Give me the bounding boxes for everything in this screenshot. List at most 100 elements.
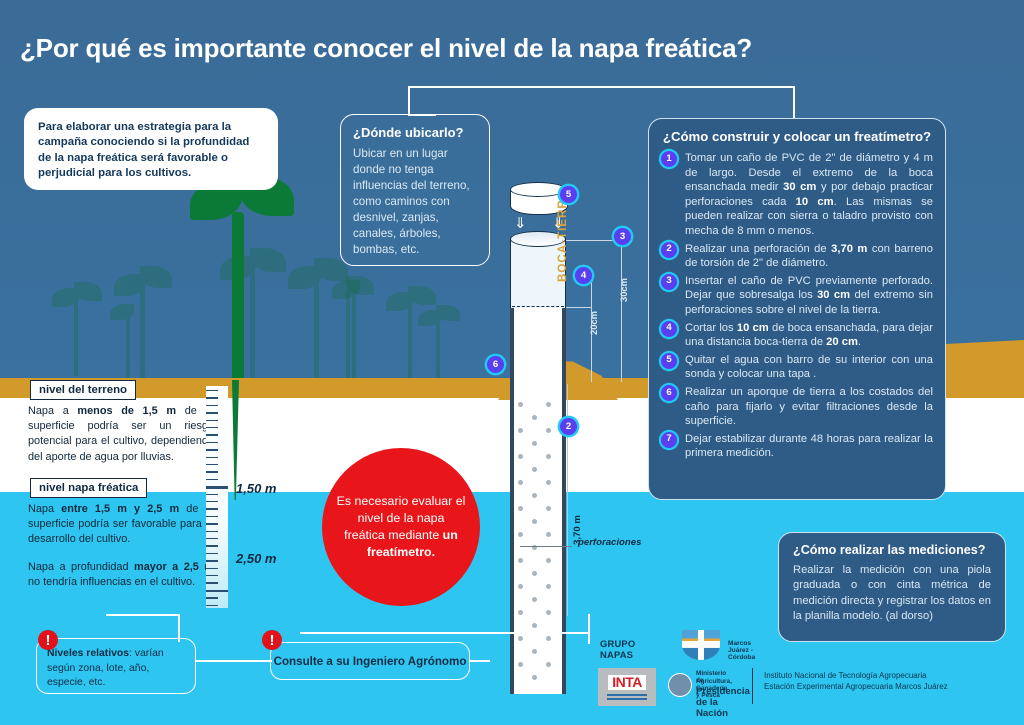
perforation-dot	[518, 506, 523, 511]
perforation-dot	[546, 480, 551, 485]
leader-line	[520, 546, 572, 547]
ruler-tick	[206, 597, 218, 599]
ruler-tick	[206, 508, 218, 510]
ruler-tick	[206, 434, 218, 436]
ruler-tick	[206, 397, 218, 399]
ruler-tick	[206, 441, 218, 444]
key-message-text: Es necesario evaluar el nivel de la napa…	[336, 494, 466, 559]
perforaciones-label: perforaciones	[578, 537, 642, 548]
step-text: Insertar el caño de PVC previamente perf…	[685, 274, 933, 316]
step-number-badge[interactable]: 7	[661, 431, 677, 448]
ruler-tick	[206, 530, 218, 532]
step-text: Realizar un aporque de tierra a los cost…	[685, 385, 933, 428]
ruler-tick	[206, 390, 218, 392]
ruler-tick	[206, 515, 218, 518]
dimension-line-370m	[567, 384, 568, 616]
build-step: 3 Insertar el caño de PVC previamente per…	[661, 273, 933, 318]
exclamation-icon: !	[262, 630, 282, 650]
ruler-tick	[206, 575, 218, 577]
instituto-text: Instituto Nacional de Tecnología Agropec…	[764, 670, 948, 692]
connector-line	[178, 614, 180, 642]
intro-box: Para elaborar una estrategia para la cam…	[24, 108, 278, 190]
connector-line	[408, 86, 794, 88]
perforation-dot	[532, 597, 537, 602]
perforation-dot	[532, 493, 537, 498]
ruler-tick	[206, 449, 218, 451]
build-step: 5 Quitar el agua con barro de su interior…	[661, 352, 933, 382]
ruler-tick	[206, 560, 218, 562]
perforation-dot	[532, 467, 537, 472]
ruler-tick	[206, 589, 228, 593]
perforation-dot	[518, 610, 523, 615]
ruler-tick	[206, 419, 218, 421]
perforation-dot	[546, 662, 551, 667]
connector-line	[470, 660, 490, 662]
ruler-tick	[206, 552, 218, 555]
step-number-badge[interactable]: 1	[661, 151, 677, 167]
intro-text: Para elaborar una estrategia para la cam…	[38, 121, 250, 180]
perforation-dot	[546, 454, 551, 459]
perforation-dot	[518, 454, 523, 459]
step-number-badge[interactable]: 6	[661, 384, 677, 401]
connector-line	[588, 614, 590, 644]
dimension-line-20cm	[591, 278, 592, 382]
perforation-dot	[518, 532, 523, 537]
build-step: 1 Tomar un caño de PVC de 2" de diámetro …	[661, 151, 933, 239]
diagram-marker-5[interactable]: 5	[560, 186, 577, 203]
ministerio-line1: Ministerio de	[696, 670, 727, 684]
ruler-tick	[206, 538, 218, 540]
step-number-badge[interactable]: 5	[661, 352, 677, 369]
perforation-dot	[546, 532, 551, 537]
where-box: ¿Dónde ubicarlo? Ubicar en un lugar dond…	[340, 114, 490, 266]
step-number-badge[interactable]: 2	[661, 241, 677, 258]
diagram-marker-2[interactable]: 2	[560, 418, 577, 435]
where-text: Ubicar en un lugar donde no tenga influe…	[353, 147, 470, 256]
instituto-line2: Estación Experimental Agropecuaria Marco…	[764, 682, 948, 691]
exclamation-icon: !	[38, 630, 58, 650]
ruler-tick	[206, 501, 218, 503]
step-number-badge[interactable]: 3	[661, 273, 677, 290]
dim-label-30cm: 30cm	[618, 278, 629, 302]
ministerio-line3: Presidencia de la Nación	[696, 686, 750, 719]
ruler-tick	[206, 567, 218, 569]
perforation-dot	[532, 649, 537, 654]
connector-line	[793, 86, 795, 118]
perforation-dot	[518, 662, 523, 667]
inta-bars-icon	[607, 692, 647, 700]
consult-agronomist-text: Consulte a su Ingeniero Agrónomo	[273, 654, 467, 668]
relative-levels-callout: Niveles relativos: varían según zona, lo…	[36, 638, 196, 694]
perforation-dot	[546, 558, 551, 563]
perforation-dot	[532, 675, 537, 680]
perforation-dot	[518, 428, 523, 433]
diagram-marker-3[interactable]: 3	[614, 228, 631, 245]
perforation-dot	[532, 545, 537, 550]
ruler-label-250: 2,50 m	[236, 551, 277, 566]
perforation-dot	[532, 623, 537, 628]
grupo-napas-label: GRUPO NAPAS	[600, 638, 636, 660]
diagram-marker-6[interactable]: 6	[487, 356, 504, 373]
perforation-dot	[546, 636, 551, 641]
step-number-badge[interactable]: 4	[661, 320, 677, 337]
perforation-dot	[532, 415, 537, 420]
diagram-marker-4[interactable]: 4	[575, 267, 592, 284]
perforation-dot	[518, 480, 523, 485]
freatimeter-pipe	[510, 231, 566, 694]
water-level-tag: nivel napa fréatica	[30, 478, 148, 498]
connector-line	[408, 86, 410, 116]
ground-level-tag: nivel del terreno	[30, 380, 136, 400]
ruler-tick	[206, 456, 218, 458]
dimension-line-30cm	[621, 240, 622, 382]
perforation-dot	[518, 402, 523, 407]
ministerio-line2: Agricultura, Ganadería y Pesca	[696, 678, 732, 699]
step-text: Tomar un caño de PVC de 2" de diámetro y…	[685, 152, 933, 237]
step-text: Quitar el agua con barro de su interior …	[685, 353, 933, 381]
footer-divider	[752, 668, 754, 704]
ruler-tick	[206, 464, 218, 466]
shield-icon	[682, 630, 720, 660]
perforation-dot	[546, 506, 551, 511]
ruler-tick	[206, 523, 218, 525]
how-to-build-box: ¿Cómo construir y colocar un freatímetro…	[648, 118, 946, 500]
ruler-tick	[206, 478, 218, 481]
relative-levels-text: Niveles relativos: varían según zona, lo…	[47, 648, 164, 689]
